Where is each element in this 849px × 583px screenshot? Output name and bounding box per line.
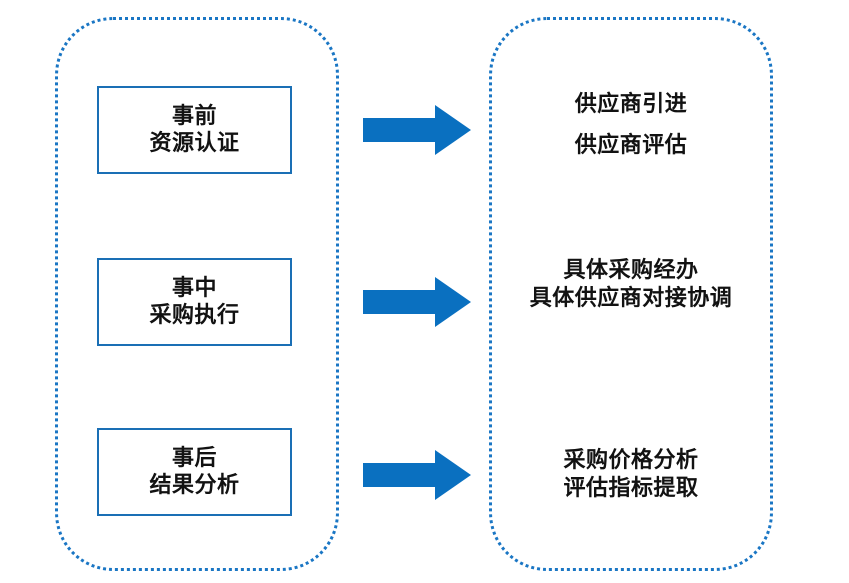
- stage-box-before[interactable]: 事前 资源认证: [97, 86, 292, 174]
- stage-box-before-line2: 资源认证: [149, 130, 240, 155]
- outcome-group-after: 采购价格分析 评估指标提取: [489, 446, 773, 502]
- stage-box-after[interactable]: 事后 结果分析: [97, 428, 292, 516]
- stage-box-after-line1: 事后: [171, 445, 217, 471]
- stage-box-after-line2: 结果分析: [149, 472, 240, 497]
- stage-panel: [55, 17, 339, 571]
- outcome-item: 供应商引进: [574, 91, 688, 116]
- right-block-arrow-icon: [363, 450, 471, 500]
- outcome-group-before: 供应商引进 供应商评估: [489, 84, 773, 165]
- outcome-panel: [489, 17, 773, 571]
- outcome-item: 具体供应商对接协调: [529, 285, 733, 311]
- right-block-arrow-icon: [363, 105, 471, 155]
- stage-box-before-line1: 事前: [171, 103, 217, 129]
- outcome-item: 评估指标提取: [563, 475, 699, 501]
- outcome-item: 采购价格分析: [563, 447, 699, 472]
- stage-box-during[interactable]: 事中 采购执行: [97, 258, 292, 346]
- stage-box-during-line1: 事中: [171, 275, 217, 301]
- outcome-item: 具体采购经办: [563, 257, 699, 282]
- stage-box-during-line2: 采购执行: [149, 302, 240, 327]
- outcome-group-during: 具体采购经办 具体供应商对接协调: [489, 256, 773, 312]
- outcome-item: 供应商评估: [574, 131, 688, 157]
- right-block-arrow-icon: [363, 277, 471, 327]
